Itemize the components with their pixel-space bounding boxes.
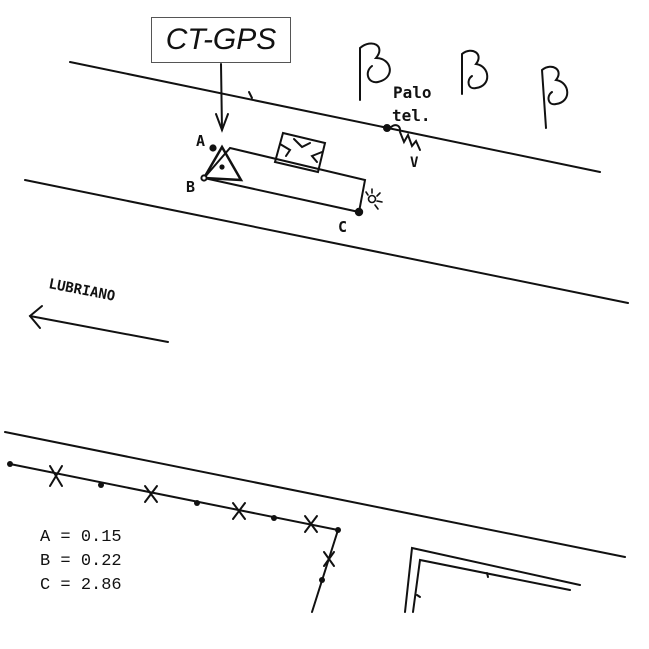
point-label-c: C	[338, 218, 347, 236]
road-edge-top	[69, 61, 601, 173]
reading-row: A = 0.15	[40, 528, 122, 547]
reading-value: 0.22	[80, 552, 122, 571]
direction-label: LUBRIANO	[47, 276, 116, 305]
ct-gps-label: CT-GPS	[151, 17, 291, 63]
reading-value: 0.15	[80, 528, 122, 547]
point-label-a: A	[196, 132, 205, 150]
lamp-icon	[365, 188, 383, 210]
building-outline-outer	[404, 546, 581, 613]
reading-label: C	[40, 576, 51, 595]
fence-marks	[49, 465, 335, 567]
station-triangle	[201, 144, 244, 182]
direction-arrow	[29, 315, 169, 343]
telephone-pole-icon	[383, 124, 421, 151]
reading-value: 2.86	[80, 576, 122, 595]
reading-label: B	[40, 552, 51, 571]
reading-row: B = 0.22	[40, 552, 122, 571]
tree-icon	[461, 49, 489, 95]
reading-label: A	[40, 528, 51, 547]
label-arrow	[220, 63, 223, 131]
vehicle-symbol	[273, 131, 327, 174]
point-label-b: B	[186, 178, 195, 196]
tree-icons	[359, 42, 569, 129]
readings-list: A = 0.15 B = 0.22 C = 2.86	[40, 526, 122, 598]
pole-label-line2: tel.	[392, 106, 431, 125]
pole-marker-label: V	[410, 155, 419, 171]
road-edge-middle	[24, 179, 629, 304]
pole-label-line1: Palo	[393, 83, 432, 102]
reading-row: C = 2.86	[40, 576, 122, 595]
fence-posts	[7, 461, 341, 583]
road-edge-bottom	[4, 431, 626, 558]
tree-icon	[540, 65, 569, 129]
tree-icon	[359, 42, 391, 101]
building-outline-inner	[412, 558, 571, 613]
